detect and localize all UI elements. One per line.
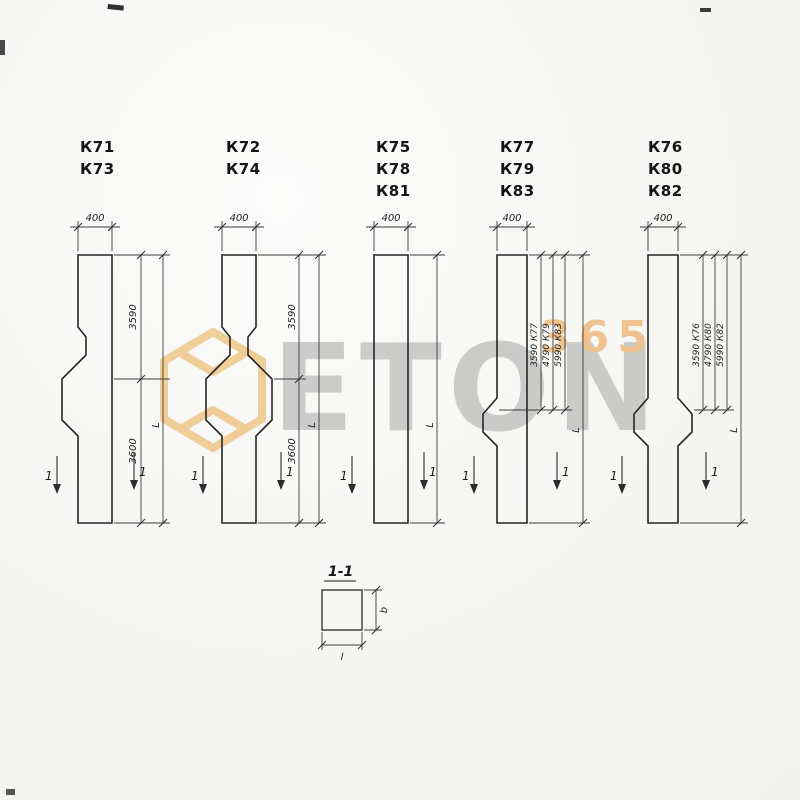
length-label: L — [307, 422, 318, 428]
figure-k71-k73: К71 К73 400 3590 3600 L 1 1 — [45, 138, 170, 528]
figure-label: К75 — [376, 138, 411, 156]
section-mark-label: 1 — [711, 465, 719, 479]
watermark-number-text: 365 — [540, 312, 656, 363]
figure-label: К72 — [226, 138, 261, 156]
dim-vertical: 3590 3600 L — [258, 250, 326, 528]
section-mark-right: 1 — [130, 452, 147, 490]
dim-value: 3590 К77 — [530, 323, 540, 367]
section-mark-left: 1 — [610, 456, 626, 494]
figure-label: К83 — [500, 182, 535, 200]
dim-value: 3590 К76 — [692, 323, 702, 367]
column-outline — [633, 254, 693, 524]
dim-value: 400 — [229, 213, 248, 224]
section-mark-label: 1 — [139, 465, 147, 479]
dim-section-width: l — [317, 632, 367, 663]
dim-vertical-variants: 3590 К77 4790 К79 5990 К83 L — [499, 250, 590, 528]
dim-vertical-variants: 3590 К76 4790 К80 5990 К82 L — [680, 250, 748, 528]
watermark-chevron-bottom — [179, 406, 247, 432]
dim-top-width: 400 — [214, 213, 264, 251]
dim-value: 400 — [85, 213, 104, 224]
dim-length: L — [410, 250, 445, 528]
dim-value: 3600 — [128, 438, 139, 463]
dim-value: 5990 К82 — [716, 323, 726, 367]
section-mark-label: 1 — [191, 469, 199, 483]
scan-artifact — [0, 4, 711, 795]
figure-k72-k74: К72 К74 400 3590 3600 L 1 1 — [191, 138, 326, 528]
dim-value: 400 — [381, 213, 400, 224]
watermark-brand-text: ETON — [272, 320, 662, 459]
section-mark-label: 1 — [45, 469, 53, 483]
column-outline — [205, 254, 273, 524]
dim-value: b — [379, 607, 390, 613]
section-mark-label: 1 — [340, 469, 348, 483]
figure-k76-k80-k82: К76 К80 К82 400 3590 К76 4790 К80 5990 К… — [610, 138, 748, 528]
figure-label: К73 — [80, 160, 115, 178]
figure-label: К79 — [500, 160, 535, 178]
watermark: ETON 365 — [160, 312, 662, 459]
dim-value: 400 — [653, 213, 672, 224]
section-mark-right: 1 — [553, 452, 570, 490]
section-mark-right: 1 — [277, 452, 294, 490]
section-mark-label: 1 — [462, 469, 470, 483]
dim-value: 3590 — [128, 304, 139, 329]
figure-label: К81 — [376, 182, 411, 200]
section-mark-left: 1 — [340, 456, 356, 494]
figure-label: К80 — [648, 160, 683, 178]
dim-top-width: 400 — [640, 213, 686, 251]
dim-value: 5990 К83 — [554, 323, 564, 367]
dim-top-width: 400 — [489, 213, 535, 251]
length-label: L — [571, 427, 582, 433]
column-outline — [373, 254, 409, 524]
dim-value: 4790 К80 — [704, 323, 714, 367]
section-mark-label: 1 — [562, 465, 570, 479]
section-mark-right: 1 — [420, 452, 437, 490]
figure-label: К82 — [648, 182, 683, 200]
section-mark-left: 1 — [462, 456, 478, 494]
watermark-chevron-top — [179, 350, 247, 376]
figure-label: К74 — [226, 160, 261, 178]
section-square-outline — [321, 589, 363, 631]
column-outline — [61, 254, 113, 524]
dim-top-width: 400 — [366, 213, 416, 251]
figure-label: К77 — [500, 138, 535, 156]
watermark-hexagon-logo — [160, 328, 266, 452]
figure-k75-k78-k81: К75 К78 К81 400 L 1 1 — [340, 138, 445, 528]
dim-value: 4790 К79 — [542, 323, 552, 367]
dim-top-width: 400 — [70, 213, 120, 251]
section-view-1-1: 1-1 b l — [317, 564, 390, 663]
length-label: L — [425, 422, 436, 428]
dim-vertical: 3590 3600 L — [114, 250, 170, 528]
section-mark-left: 1 — [45, 456, 61, 494]
length-label: L — [151, 422, 162, 428]
figure-label: К78 — [376, 160, 411, 178]
dim-value: 3600 — [287, 438, 298, 463]
figure-k77-k79-k83: К77 К79 К83 400 3590 К77 4790 К79 5990 К… — [462, 138, 590, 528]
section-mark-left: 1 — [191, 456, 207, 494]
dim-value: 3590 — [287, 304, 298, 329]
figure-label: К71 — [80, 138, 115, 156]
section-mark-label: 1 — [429, 465, 437, 479]
section-mark-label: 1 — [610, 469, 618, 483]
column-outline — [482, 254, 528, 524]
section-title: 1-1 — [328, 564, 353, 580]
section-mark-right: 1 — [702, 452, 719, 490]
dim-section-height: b — [364, 585, 390, 635]
figure-label: К76 — [648, 138, 683, 156]
length-label: L — [729, 427, 740, 433]
dim-value: 400 — [502, 213, 521, 224]
dim-value: l — [341, 652, 344, 663]
section-mark-label: 1 — [286, 465, 294, 479]
